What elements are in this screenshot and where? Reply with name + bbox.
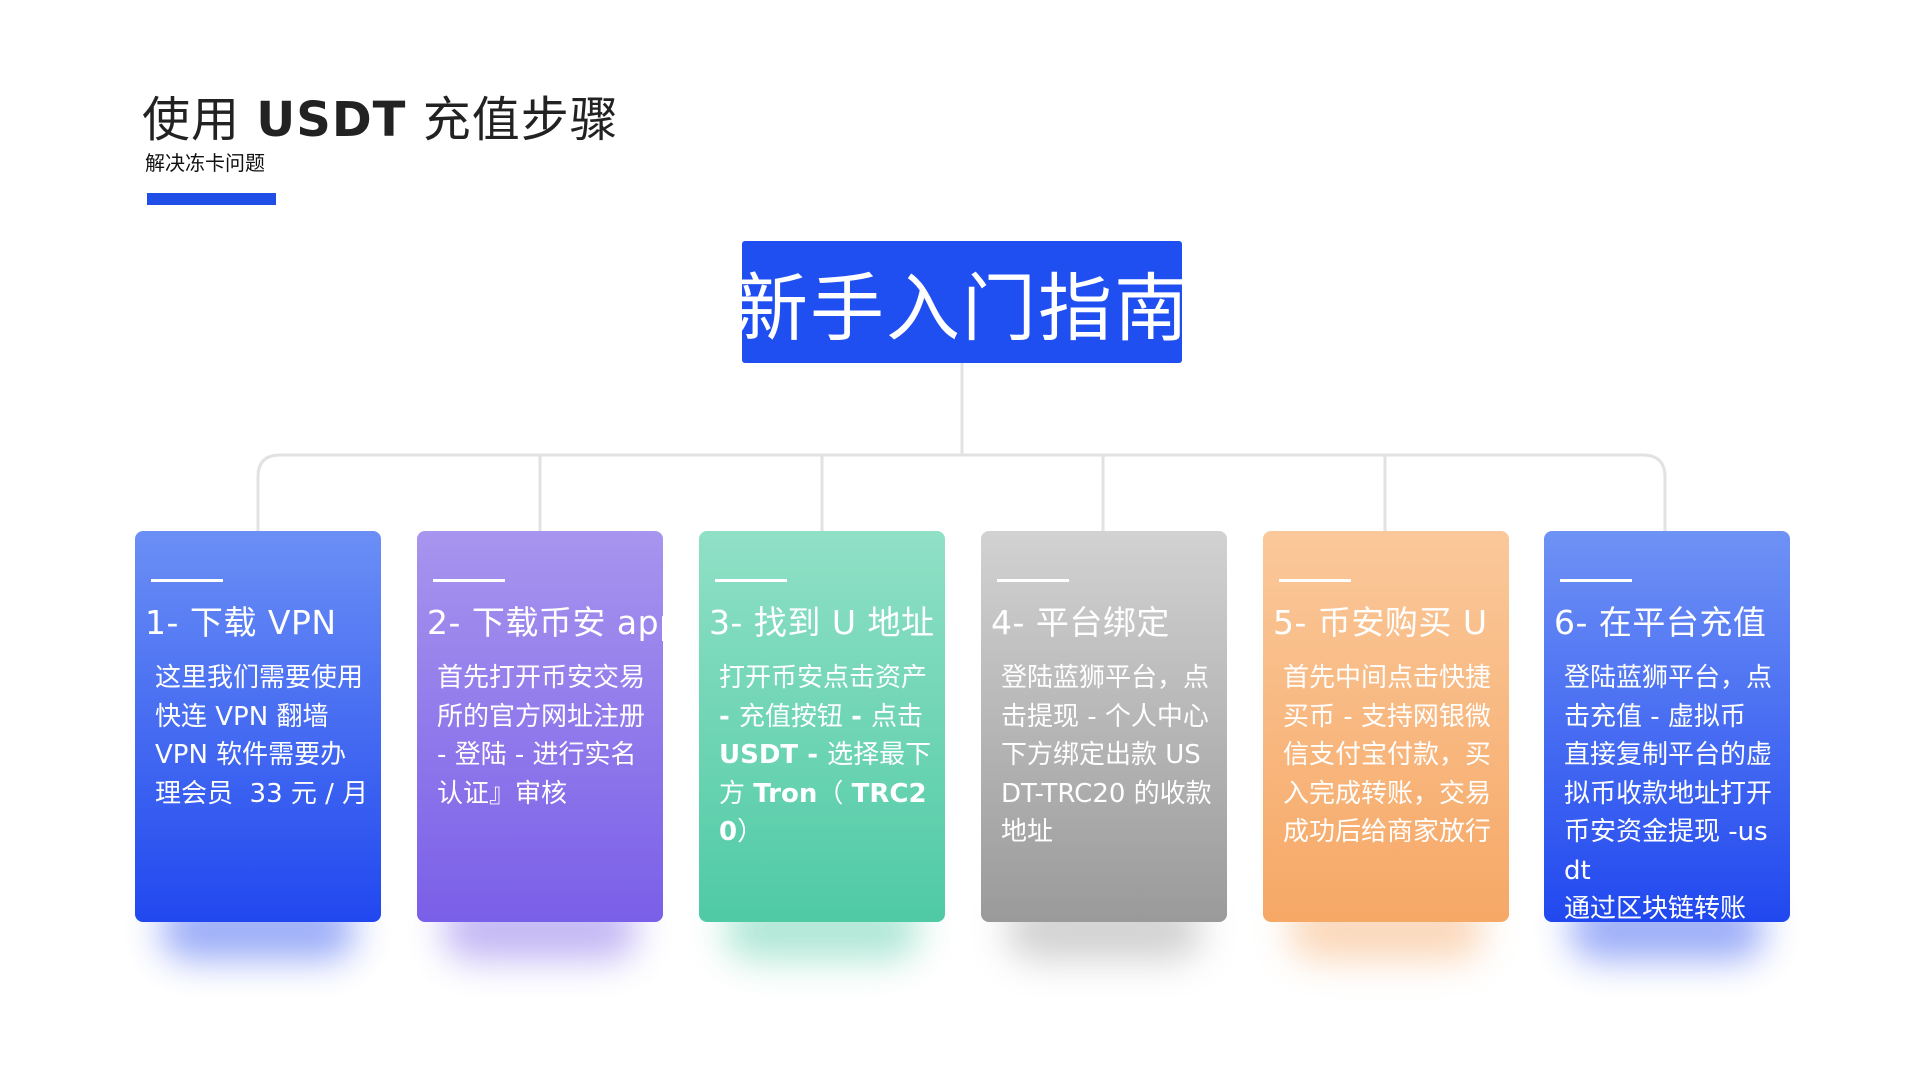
step-card-2: 2- 下载币安 app 首先打开币安交易所的官方网址注册 - 登陆 - 进行实名认… [417, 531, 680, 922]
step-description-part: 打开币安点击资产 [719, 663, 936, 693]
step-description-part: - [851, 701, 871, 732]
step-description: 这里我们需要使用快连 VPN 翻墙 VPN 软件需要办理会员 33 元 / 月 [155, 663, 369, 809]
page-subtitle: 解决冻卡问题 [145, 151, 265, 175]
step-description-part: - [719, 701, 739, 732]
step-card-5: 5- 币安购买 U 首先中间点击快捷买币 - 支持网银微信支付宝付款，买入完成转账… [1263, 531, 1509, 922]
step-description-part: 点击 [870, 701, 932, 732]
step-card-4: 4- 平台绑定登陆蓝狮平台，点击提现 - 个人中心下方绑定出款 USDT-TRC… [981, 531, 1227, 922]
step-card-3: 3- 找到 U 地址打开币安点击资产 - 充值按钮 - 点击 USDT - 选择… [699, 531, 945, 922]
step-title: 3- 找到 U 地址 [709, 603, 935, 642]
step-description-part: ） [737, 817, 764, 847]
step-description: 登陆蓝狮平台，点击提现 - 个人中心下方绑定出款 USDT-TRC20 的收款地… [1001, 663, 1212, 847]
step-description-part: - [807, 740, 828, 770]
card-accent-line [433, 579, 505, 582]
step-description-part: 选择最下方 [719, 740, 932, 809]
step-title: 5- 币安购买 U [1273, 603, 1488, 642]
step-title: 6- 在平台充值 [1554, 603, 1767, 642]
step-description-part: Tron [753, 778, 818, 809]
connector-rail [256, 453, 1667, 531]
step-description-part: USDT [719, 740, 808, 770]
card-accent-line [997, 579, 1069, 582]
step-card-6: 6- 在平台充值登陆蓝狮平台，点击充值 - 虚拟币 直接复制平台的虚拟币收款地址… [1544, 531, 1790, 924]
step-title: 4- 平台绑定 [991, 603, 1170, 642]
step-description: 打开币安点击资产 - 充值按钮 - 点击 USDT - 选择最下方 Tron（ … [719, 659, 934, 852]
title-bold: USDT [256, 92, 407, 148]
step-card-1: 1- 下载 VPN 这里我们需要使用快连 VPN 翻墙 VPN 软件需要办理会员 … [135, 531, 381, 922]
page-title: 使用 USDT 充值步骤 [142, 80, 619, 150]
card-accent-line [715, 579, 787, 582]
central-node: 新手入门指南 [742, 241, 1182, 363]
step-title: 1- 下载 VPN [145, 603, 337, 642]
step-description: 首先打开币安交易所的官方网址注册 - 登陆 - 进行实名认证』审核 [437, 663, 654, 809]
step-description-part: TRC20 [719, 778, 927, 848]
card-accent-line [1560, 579, 1632, 582]
title-accent-bar [147, 193, 276, 205]
step-description: 登陆蓝狮平台，点击充值 - 虚拟币 直接复制平台的虚拟币收款地址打开币安资金提现… [1564, 663, 1773, 924]
step-description: 首先中间点击快捷买币 - 支持网银微信支付宝付款，买入完成转账，交易成功后给商家… [1283, 663, 1492, 847]
title-prefix: 使用 [142, 92, 241, 148]
step-description-part: （ [817, 778, 852, 809]
card-accent-line [1279, 579, 1351, 582]
title-suffix: 充值步骤 [422, 92, 619, 148]
step-description-part: 充值按钮 [738, 701, 852, 732]
card-accent-line [151, 579, 223, 582]
step-title: 2- 下载币安 app [427, 603, 681, 642]
